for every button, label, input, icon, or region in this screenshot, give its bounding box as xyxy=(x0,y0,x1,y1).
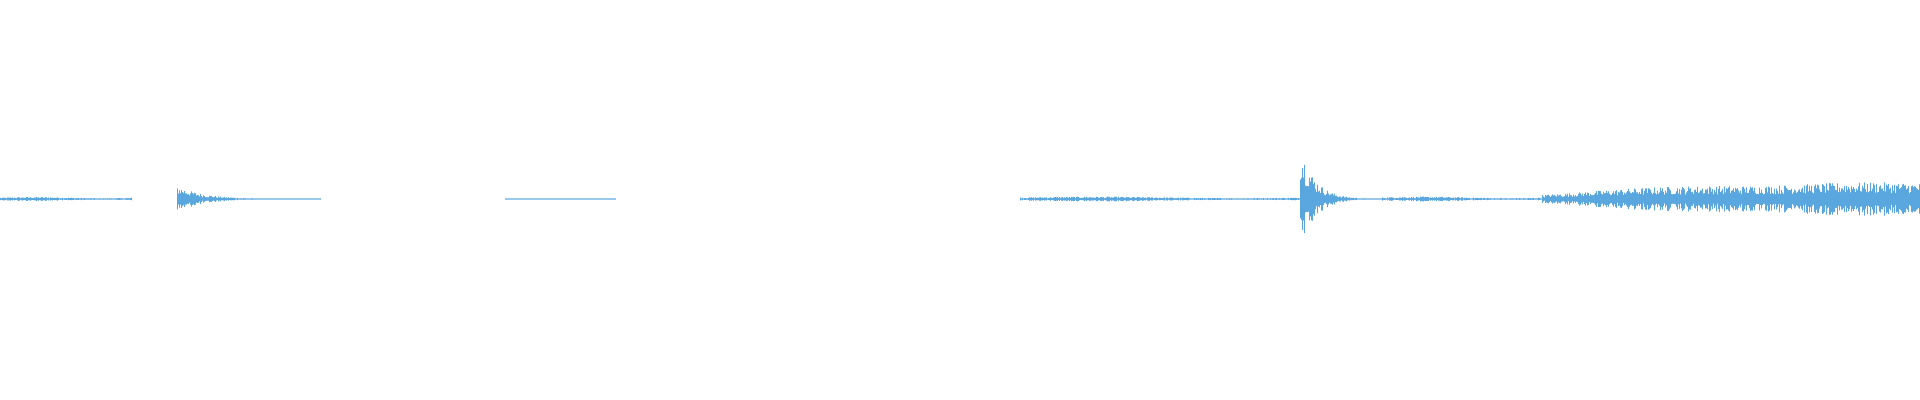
waveform-segment xyxy=(1382,196,1542,202)
waveform-bars xyxy=(505,198,616,200)
waveform-bars xyxy=(1542,182,1920,216)
waveform-bars xyxy=(1382,196,1542,202)
waveform-segment xyxy=(505,198,616,200)
waveform-bars xyxy=(0,196,132,202)
waveform-bars xyxy=(1300,164,1382,234)
waveform-bars xyxy=(1020,196,1300,202)
waveform-segment xyxy=(1542,182,1920,216)
waveform-segment xyxy=(1020,196,1300,202)
waveform-segment xyxy=(0,196,132,202)
waveform-segment xyxy=(177,188,321,210)
waveform-bars xyxy=(177,188,321,210)
waveform-segment xyxy=(1300,164,1382,234)
